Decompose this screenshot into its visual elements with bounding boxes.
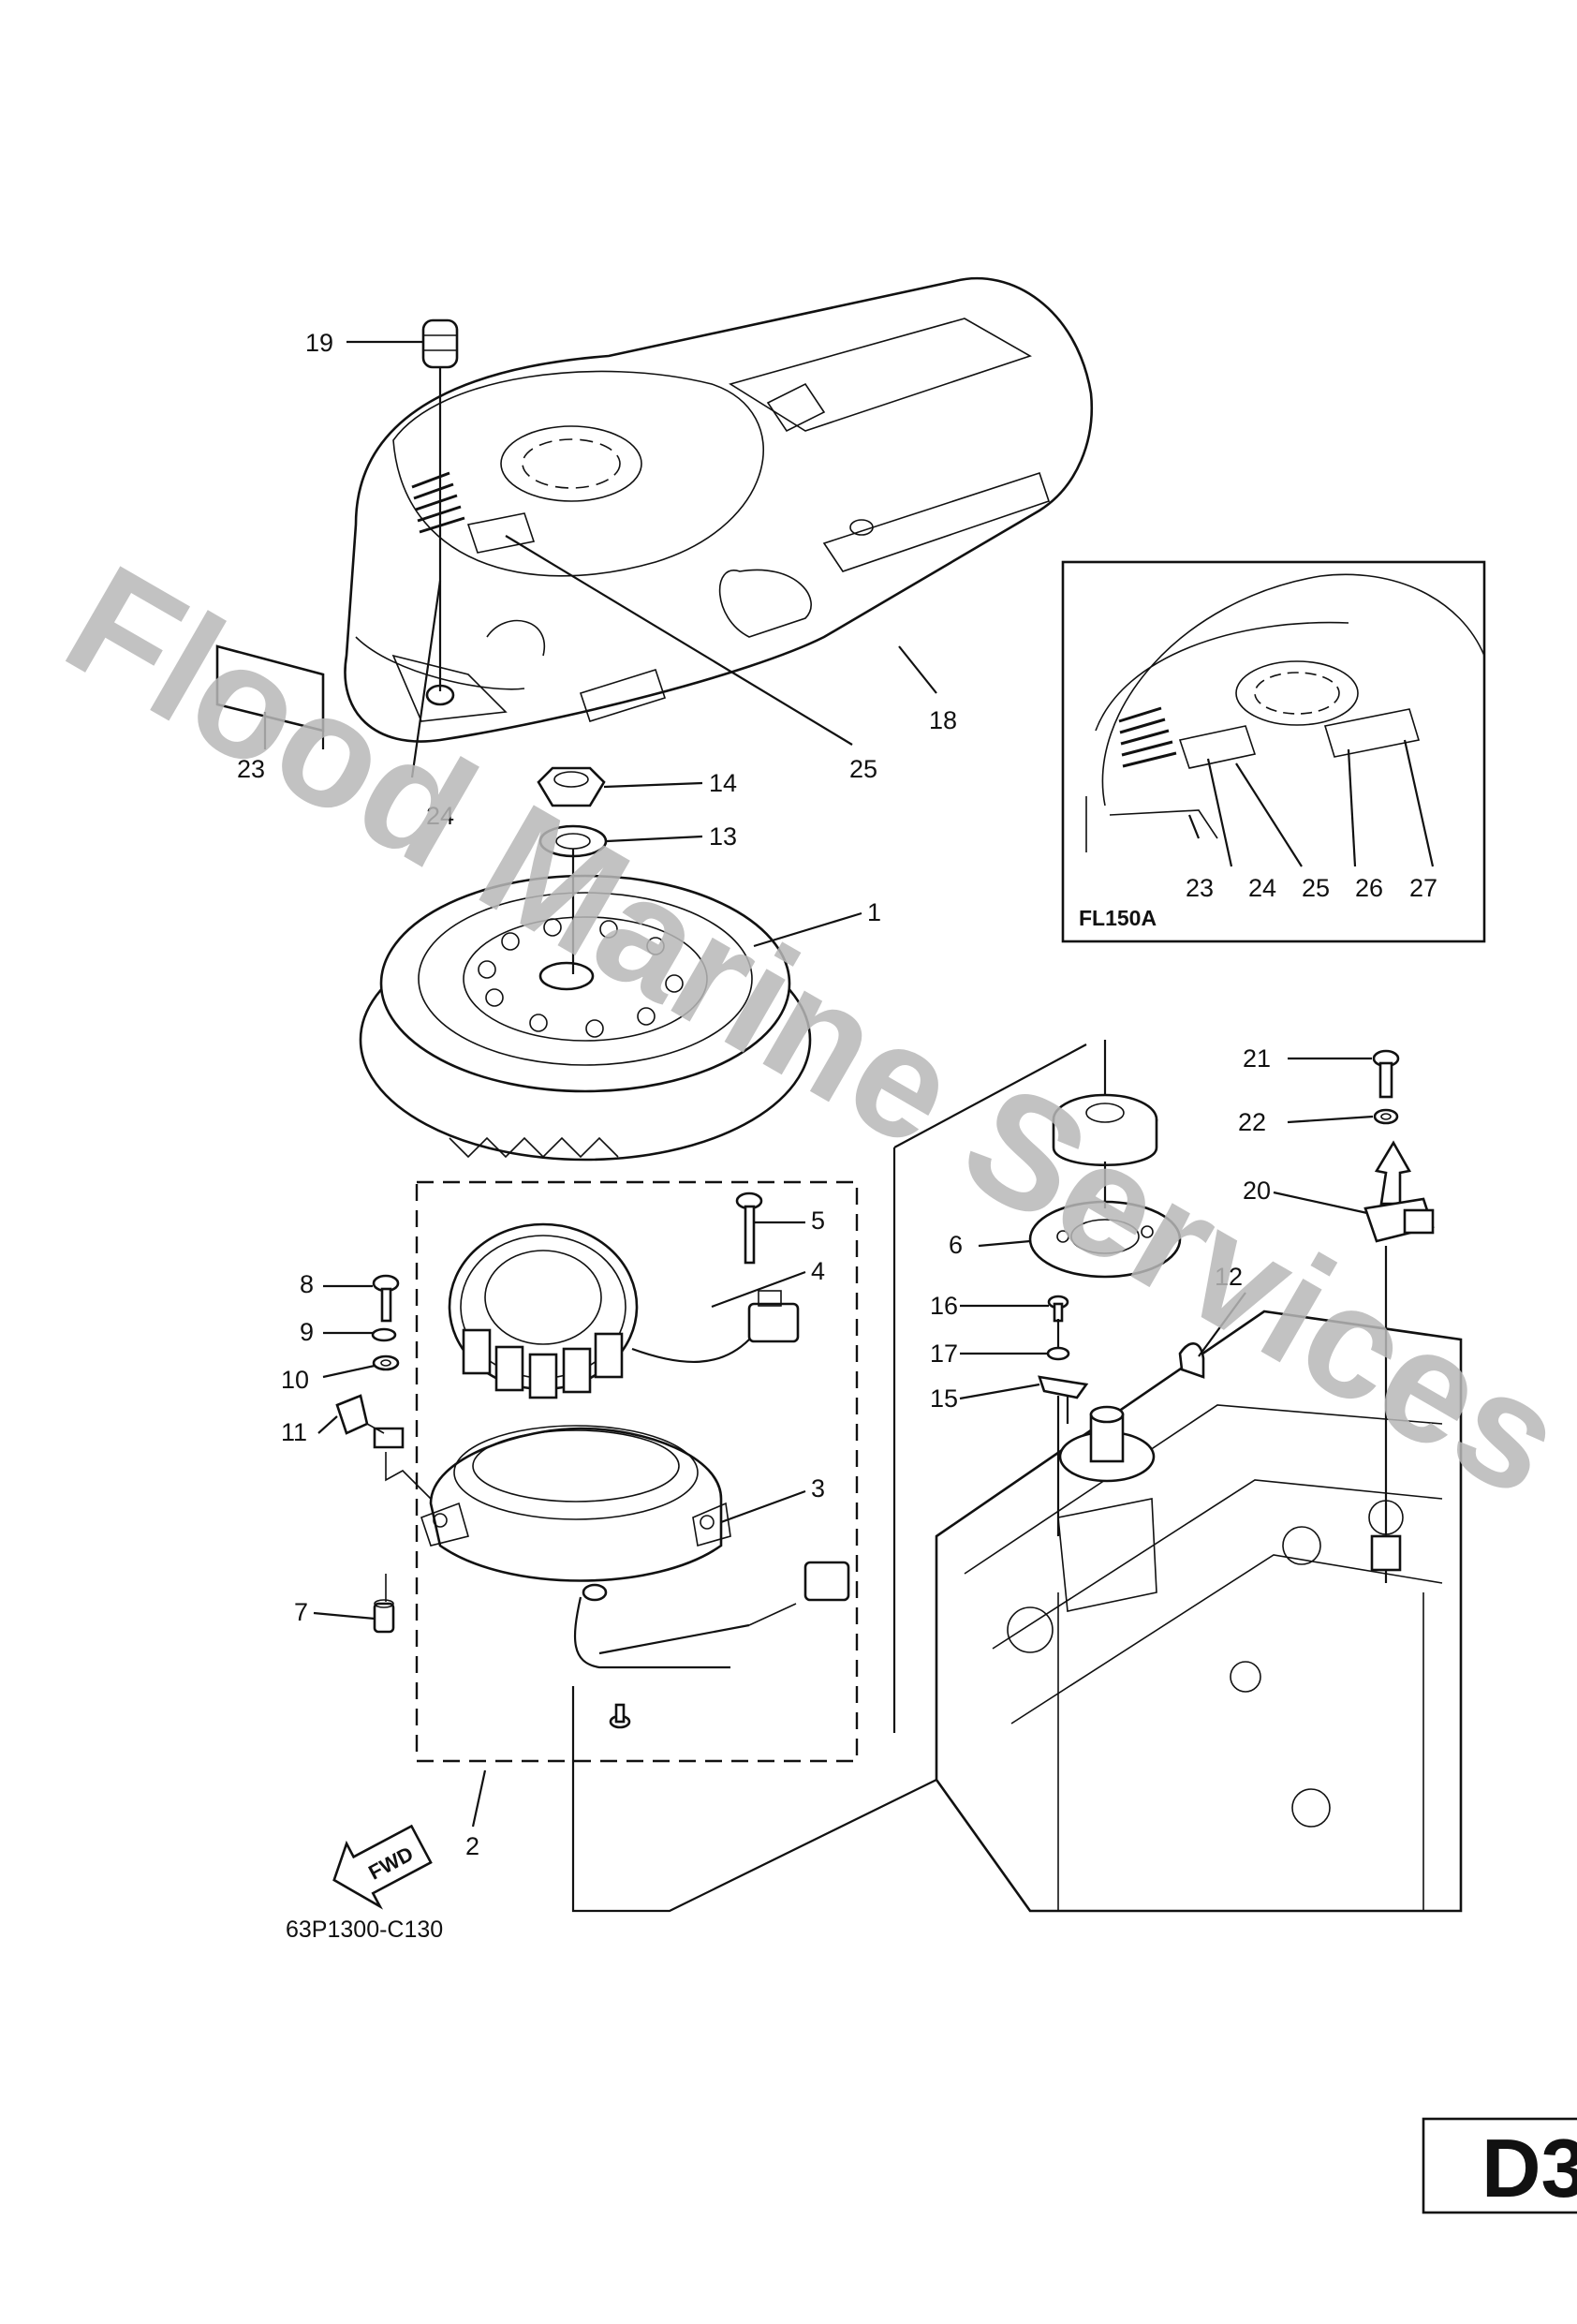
stator-base (420, 1425, 850, 1669)
clamp (335, 1394, 405, 1449)
screw (735, 1192, 763, 1265)
page-code: D3 (1481, 2122, 1577, 2214)
fwd-arrow: FWD (332, 1824, 433, 1910)
washer (1373, 1108, 1399, 1125)
callout-10: 10 (281, 1366, 309, 1394)
grommet (421, 318, 459, 691)
callout-7: 7 (294, 1598, 308, 1626)
callout-21: 21 (1243, 1044, 1271, 1073)
callout-14: 14 (709, 769, 737, 797)
callout-6: 6 (949, 1231, 963, 1259)
pulser-plate (1028, 1200, 1182, 1279)
callout-24: 24 (426, 802, 454, 830)
washer (372, 1354, 400, 1371)
screw (372, 1274, 400, 1323)
callout-1: 1 (867, 898, 881, 926)
washer (1046, 1346, 1070, 1361)
inset-callout-27: 27 (1409, 874, 1437, 902)
stator-assembly-boundary (415, 1180, 859, 1763)
callout-4: 4 (811, 1257, 825, 1285)
inset-box (1061, 560, 1486, 943)
callout-9: 9 (300, 1318, 314, 1346)
powerhead-block (935, 1310, 1463, 1913)
callout-8: 8 (300, 1270, 314, 1298)
callout-22: 22 (1238, 1108, 1266, 1136)
nut (537, 766, 606, 807)
screw (1047, 1295, 1069, 1323)
callout-17: 17 (930, 1340, 958, 1368)
lock-plate (1038, 1375, 1089, 1399)
collar (373, 1599, 395, 1634)
callout-5: 5 (811, 1206, 825, 1235)
inset-label: FL150A (1079, 906, 1157, 930)
washer (371, 1327, 397, 1342)
callout-23: 23 (237, 755, 265, 783)
woodruff-key (1178, 1342, 1205, 1379)
callout-20: 20 (1243, 1177, 1271, 1205)
inset-callout-24: 24 (1248, 874, 1276, 902)
callout-2: 2 (465, 1832, 479, 1860)
drawing-code: 63P1300-C130 (286, 1917, 443, 1943)
callout-15: 15 (930, 1384, 958, 1413)
callout-16: 16 (930, 1292, 958, 1320)
callout-3: 3 (811, 1474, 825, 1502)
callout-numbers: 19 23 24 25 18 14 13 1 5 4 3 2 8 9 10 11… (237, 329, 1437, 1860)
inset-callout-26: 26 (1355, 874, 1383, 902)
inset-callout-25: 25 (1302, 874, 1330, 902)
callout-25: 25 (849, 755, 877, 783)
bolt (1372, 1049, 1400, 1099)
bracket (1363, 1140, 1435, 1243)
inset-callout-23: 23 (1186, 874, 1214, 902)
callout-19: 19 (305, 329, 333, 357)
callout-11: 11 (281, 1418, 307, 1446)
callout-13: 13 (709, 822, 737, 851)
flywheel-cover (344, 276, 1094, 743)
leader-lines (263, 340, 1435, 1828)
page-code-box: D3 (1422, 2117, 1577, 2214)
callout-18: 18 (929, 706, 957, 734)
callout-12: 12 (1215, 1263, 1243, 1291)
stator (448, 1222, 800, 1399)
flywheel (359, 849, 812, 1162)
screw-small (609, 1703, 631, 1729)
